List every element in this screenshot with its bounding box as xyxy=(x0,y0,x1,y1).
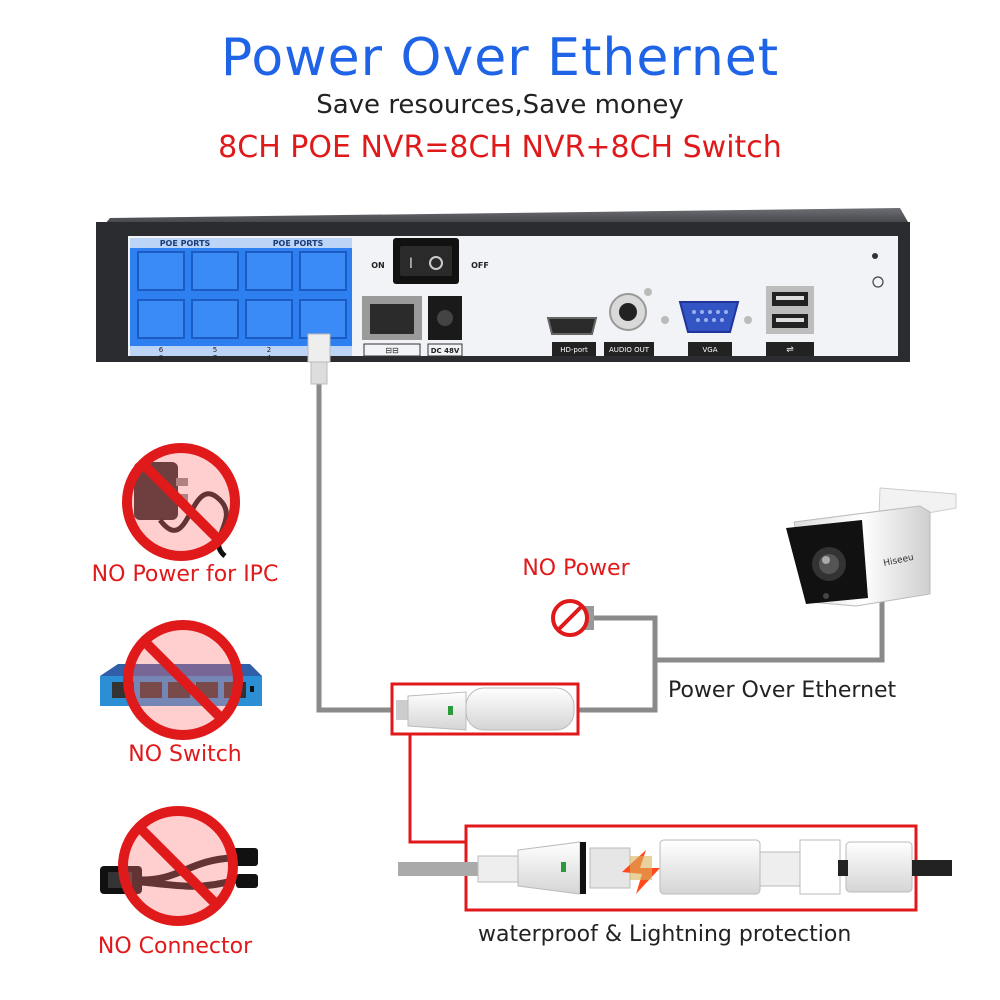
page-title: Power Over Ethernet xyxy=(220,28,780,88)
poe-injector-top xyxy=(396,687,575,731)
injector-highlight-box xyxy=(390,682,580,736)
audio-label: AUDIO OUT xyxy=(609,346,650,354)
formula-caption: 8CH POE NVR=8CH NVR+8CH Switch xyxy=(218,130,782,165)
usb-icon: ⇌ xyxy=(786,345,794,355)
no-connector-icon xyxy=(100,806,258,926)
cable-nvr-to-injector xyxy=(316,380,392,713)
no-power-label: NO Power xyxy=(522,556,630,581)
vga-label: VGA xyxy=(702,346,717,354)
poe-port[interactable] xyxy=(191,299,239,339)
poe-port[interactable] xyxy=(191,251,239,291)
port-number: 4 xyxy=(267,354,272,362)
hdmi-label: HD-port xyxy=(560,346,588,354)
poe-port[interactable] xyxy=(137,299,185,339)
poe-ports-label-2: POE PORTS xyxy=(273,239,324,248)
poe-port[interactable] xyxy=(137,251,185,291)
ground-icon xyxy=(872,276,884,288)
page-subtitle: Save resources,Save money xyxy=(316,90,684,120)
vga-port[interactable] xyxy=(678,301,740,333)
port-number: 2 xyxy=(267,346,271,354)
off-label: OFF xyxy=(471,261,489,270)
svg-text:I: I xyxy=(409,256,413,272)
bullet-camera: Hiseeu xyxy=(786,487,957,607)
reset-hole xyxy=(872,253,878,259)
dc-label: DC 48V xyxy=(431,347,460,355)
waterproof-label: waterproof & Lightning protection xyxy=(478,922,852,947)
no-power-dc-jack xyxy=(551,599,594,637)
highlight-connector xyxy=(408,734,466,844)
no-switch-icon xyxy=(100,620,262,740)
nvr-device: POE PORTS POE PORTS 6 5 2 1 8 7 4 3 ON I… xyxy=(96,208,910,362)
no-connector-label: NO Connector xyxy=(97,934,253,959)
port-number: 6 xyxy=(159,346,164,354)
cable-dc-branch xyxy=(592,615,658,660)
no-switch-label: NO Switch xyxy=(128,742,242,767)
poe-ports-label-1: POE PORTS xyxy=(160,239,211,248)
port-number: 5 xyxy=(213,346,217,354)
waterproof-detail xyxy=(398,839,952,895)
poe-port[interactable] xyxy=(245,299,293,339)
port-number: 8 xyxy=(159,354,163,362)
port-number: 7 xyxy=(213,354,217,362)
poe-port[interactable] xyxy=(299,299,347,339)
poe-port[interactable] xyxy=(245,251,293,291)
no-power-adapter-icon xyxy=(122,443,240,561)
on-label: ON xyxy=(371,261,385,270)
network-icon: ⊟⊟ xyxy=(385,346,398,355)
hdmi-port[interactable] xyxy=(546,317,598,335)
rj45-plug-nvr xyxy=(307,333,331,385)
poe-label: Power Over Ethernet xyxy=(668,678,897,703)
poe-port[interactable] xyxy=(299,251,347,291)
no-power-ipc-label: NO Power for IPC xyxy=(91,562,279,587)
